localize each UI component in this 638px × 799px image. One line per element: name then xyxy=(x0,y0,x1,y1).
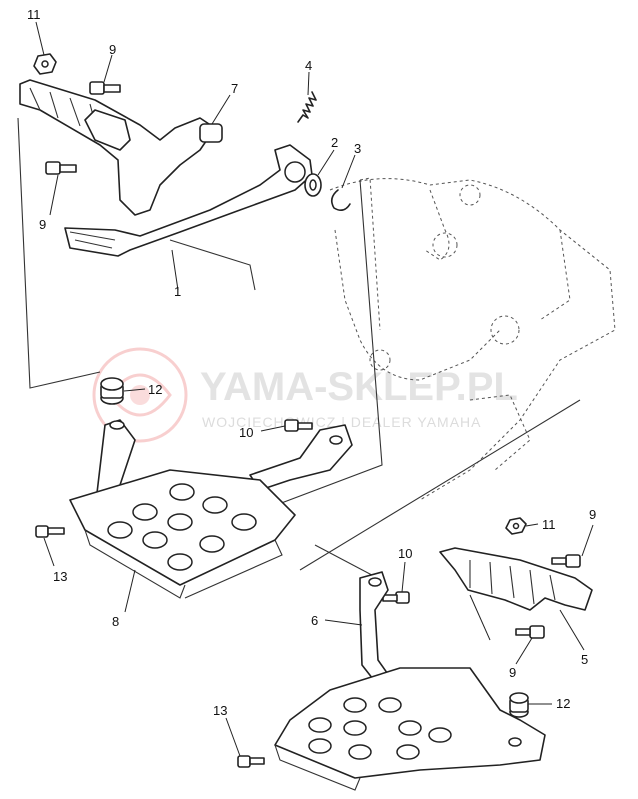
callout-6: 6 xyxy=(311,613,318,628)
rubber-damper-right xyxy=(509,692,529,718)
circlip xyxy=(330,189,351,212)
assembly-outlines xyxy=(17,117,581,583)
callouts: 11 9 4 7 2 3 9 1 12 10 13 8 11 9 10 6 5 … xyxy=(27,7,596,718)
callout-11-right: 11 xyxy=(542,517,556,532)
nut-top xyxy=(33,53,57,75)
callout-10-right: 10 xyxy=(398,546,412,561)
bolt-right-lower xyxy=(515,625,545,639)
callout-13-left: 13 xyxy=(53,569,67,584)
brake-pedal xyxy=(64,144,313,257)
bolt-10-left xyxy=(284,419,313,432)
bolt-10-right xyxy=(382,591,410,604)
bolt-right-upper xyxy=(551,554,581,568)
return-spring xyxy=(297,91,317,123)
callout-2: 2 xyxy=(331,135,338,150)
bolt-13-bottom xyxy=(237,755,265,768)
callout-8: 8 xyxy=(112,614,119,629)
bracket-right xyxy=(359,571,393,689)
leader-lines xyxy=(35,21,594,757)
callout-3: 3 xyxy=(354,141,361,156)
bolt-13-left xyxy=(35,525,65,538)
callout-12-right: 12 xyxy=(556,696,570,711)
callout-9-top: 9 xyxy=(109,42,116,57)
washer xyxy=(304,173,322,197)
callout-12-left: 12 xyxy=(148,382,162,397)
footrest-bracket-right xyxy=(439,547,593,611)
bolt-left xyxy=(45,161,77,175)
rubber-damper-left xyxy=(100,377,124,405)
callout-10-left: 10 xyxy=(239,425,253,440)
watermark-brand: YAMA-SKLEP.PL xyxy=(200,365,518,409)
callout-9-left: 9 xyxy=(39,217,46,232)
watermark-dealer: WOJCIECHOWICZ | DEALER YAMAHA xyxy=(202,414,481,430)
callout-1: 1 xyxy=(174,284,181,299)
callout-9-bottom: 9 xyxy=(509,665,516,680)
nut-right xyxy=(505,517,527,535)
skid-plate-left xyxy=(69,419,353,599)
watermark: YAMA-SKLEP.PL WOJCIECHOWICZ | DEALER YAM… xyxy=(92,347,518,443)
watermark-logo-icon xyxy=(92,347,188,443)
frame-sketch xyxy=(329,177,616,501)
callout-5: 5 xyxy=(581,652,588,667)
callout-11-top: 11 xyxy=(27,7,41,22)
callout-9-right: 9 xyxy=(589,507,596,522)
footrest-bracket-left xyxy=(19,79,223,216)
bolt-top xyxy=(89,81,121,95)
skid-plate-right xyxy=(274,667,546,791)
callout-7: 7 xyxy=(231,81,238,96)
callout-13-bottom: 13 xyxy=(213,703,227,718)
callout-4: 4 xyxy=(305,58,312,73)
